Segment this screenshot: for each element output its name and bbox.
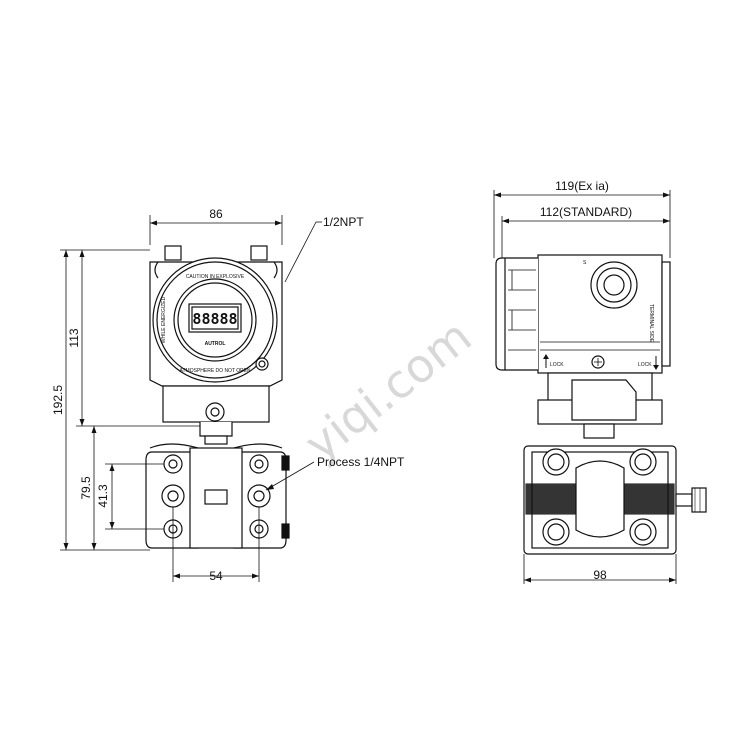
dim-process-spacing: 54 — [209, 569, 223, 583]
side-view — [493, 190, 707, 584]
lcd-readout: 88888 — [192, 310, 237, 328]
dim-side-flange: 98 — [593, 568, 607, 582]
terminal-side-text: TERMINAL SIDE — [648, 304, 654, 343]
lock-label-left: LOCK — [550, 362, 564, 368]
dim-flange-inner: 41.3 — [96, 484, 110, 508]
callout-conduit: 1/2NPT — [323, 215, 364, 229]
dim-total-height: 192.5 — [51, 385, 65, 415]
cover-text-atmosphere: ATMOSPHERE DO NOT OPEN — [180, 368, 251, 374]
dim-front-width: 86 — [209, 207, 223, 221]
watermark: yiqi.com — [295, 309, 482, 472]
lock-label-right: LOCK — [638, 362, 652, 368]
callout-process: Process 1/4NPT — [317, 455, 405, 469]
dim-flange-outer: 79.5 — [79, 476, 93, 500]
dim-conduit-height: 113 — [67, 328, 81, 347]
s-mark: S — [583, 260, 587, 266]
cover-text-caution: CAUTION IN EXPLOSIVE — [186, 274, 245, 280]
front-view — [60, 215, 322, 582]
cover-text-energized: WHILE ENERGIZED — [161, 296, 167, 343]
dim-side-standard: 112(STANDARD) — [540, 205, 632, 219]
brand-logo-text: AUTROL — [205, 341, 226, 347]
dim-side-total: 119(Ex ia) — [555, 179, 609, 193]
